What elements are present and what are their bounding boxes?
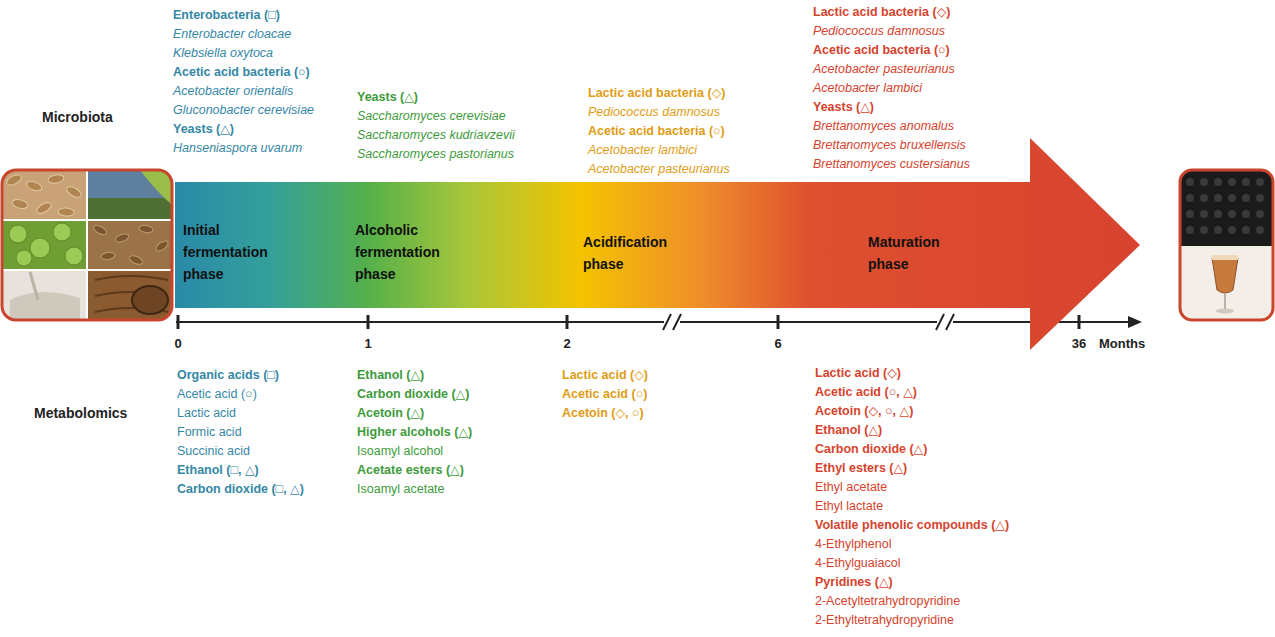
microbe-item: Brettanomyces custersianus [813,155,970,174]
metabolite-item: Ethyl acetate [815,478,887,497]
microbe-item: Acetic acid bacteria (○) [813,41,950,60]
microbe-item: Acetic acid bacteria (○) [173,63,310,82]
metabolite-item: Isoamyl acetate [357,480,445,499]
metabolite-item: 4-Ethylguaiacol [815,554,900,573]
microbe-item: Hanseniaspora uvarum [173,139,302,158]
metabolite-item: Formic acid [177,423,242,442]
metabolite-item: Higher alcohols (△) [357,423,472,442]
ingredients-photo [2,170,172,320]
metabolite-item: Ethanol (△) [815,421,882,440]
beer-photo [1180,170,1273,320]
metabolite-item: 2-Acetyltetrahydropyridine [815,592,960,611]
microbe-item: Acetobacter pasteurianus [813,60,955,79]
metabolite-item: Lactic acid (◇) [562,366,648,385]
metabolite-item: Carbon dioxide (△) [357,385,469,404]
microbe-item: Yeasts (△) [173,120,234,139]
microbe-item: Yeasts (△) [813,98,874,117]
microbe-item: Saccharomyces kudriavzevii [357,126,515,145]
axis-tick-label: 2 [563,334,570,353]
metabolite-item: Ethyl lactate [815,497,883,516]
microbe-item: Pediococcus damnosus [588,103,720,122]
phase-label: Alcoholic fermentation phase [355,219,440,285]
microbe-item: Brettanomyces anomalus [813,117,954,136]
metabolite-item: Acetate esters (△) [357,461,464,480]
metabolite-item: Ethyl esters (△) [815,459,907,478]
phase-label: Initial fermentation phase [183,219,268,285]
metabolite-item: 2-Ethyltetrahydropyridine [815,611,954,630]
arrow-body [175,138,1140,350]
microbe-item: Saccharomyces pastorianus [357,145,514,164]
microbe-item: Acetobacter lambici [813,79,922,98]
microbe-item: Klebsiella oxytoca [173,44,273,63]
metabolite-item: Carbon dioxide (△) [815,440,927,459]
microbe-item: Brettanomyces bruxellensis [813,136,966,155]
metabolite-item: Pyridines (△) [815,573,893,592]
axis-tick-label: 0 [174,334,181,353]
axis-tick-label: 36 [1072,334,1086,353]
axis-tick-label: 6 [774,334,781,353]
row-heading: Microbiota [42,108,113,127]
time-axis [176,314,1142,330]
metabolite-item: Ethanol (△) [357,366,424,385]
metabolite-item: Lactic acid [177,404,236,423]
metabolite-item: Ethanol (□, △) [177,461,259,480]
phase-label: Maturation phase [868,231,940,275]
metabolite-item: 4-Ethylphenol [815,535,891,554]
phase-label: Acidification phase [583,231,667,275]
metabolite-item: Acetic acid (○) [562,385,647,404]
row-heading: Metabolomics [34,404,127,423]
microbe-item: Acetobacter pasteurianus [588,160,730,179]
metabolite-item: Isoamyl alcohol [357,442,443,461]
metabolite-item: Acetoin (△) [357,404,424,423]
microbe-item: Pediococcus damnosus [813,22,945,41]
metabolite-item: Acetoin (◇, ○, △) [815,402,913,421]
microbe-item: Acetobacter lambici [588,141,697,160]
microbe-item: Gluconobacter cerevisiae [173,101,314,120]
metabolite-item: Acetoin (◇, ○) [562,404,644,423]
metabolite-item: Succinic acid [177,442,250,461]
microbe-item: Lactic acid bacteria (◇) [813,3,950,22]
microbe-item: Acetic acid bacteria (○) [588,122,725,141]
microbe-item: Enterobacteria (□) [173,6,280,25]
metabolite-item: Carbon dioxide (□, △) [177,480,304,499]
metabolite-item: Organic acids (□) [177,366,279,385]
microbe-item: Acetobacter orientalis [173,82,293,101]
metabolite-item: Volatile phenolic compounds (△) [815,516,1009,535]
axis-unit: Months [1099,334,1145,353]
microbe-item: Saccharomyces cerevisiae [357,107,506,126]
metabolite-item: Acetic acid (○, △) [815,383,917,402]
microbe-item: Enterobacter cloacae [173,25,291,44]
microbe-item: Yeasts (△) [357,88,418,107]
axis-tick-label: 1 [364,334,371,353]
metabolite-item: Acetic acid (○) [177,385,257,404]
metabolite-item: Lactic acid (◇) [815,364,901,383]
microbe-item: Lactic acid bacteria (◇) [588,84,725,103]
